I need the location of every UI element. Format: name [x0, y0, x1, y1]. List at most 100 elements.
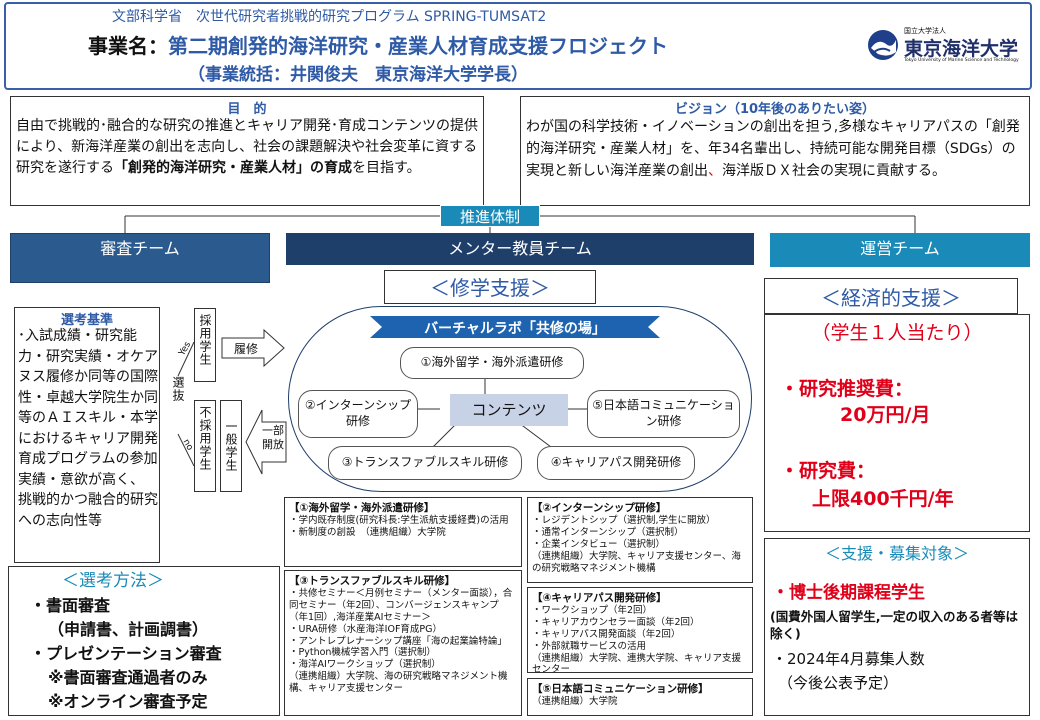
detail-3-line-2: ・URA研修（水産海洋IOF育成PG） [289, 623, 443, 635]
adopted-student-label: 採用学生 [198, 314, 212, 366]
header-banner [4, 2, 1032, 90]
content-item-1: ①海外留学・海外派遣研修 [400, 347, 584, 379]
general-student-box [220, 400, 242, 492]
detail-2-line-4: （連携組織）大学院、キャリア支援センター、海の研究戦略マネジメント機構 [532, 550, 741, 574]
project-title: 事業名：第二期創発的海洋研究・産業人材育成支援フロジェクト [88, 30, 668, 59]
detail-1-box: 【①海外留学・海外派遣研修】 ・学内既存制度(研究科長:学生派航支援経費)の活用… [284, 497, 522, 567]
detail-4-line-2: ・キャリアカウンセラー面談（年2回） [532, 616, 700, 628]
logo-university-name: 東京海洋大学 [904, 38, 1019, 60]
vision-text-b: 海洋版ＤＸ社会の実現に貢献する。 [722, 163, 946, 179]
structure-label: 推進体制 [440, 205, 540, 227]
project-director: （事業統括：井関俊夫 東京海洋大学学長） [188, 65, 528, 85]
target-recruit-note: （今後公表予定） [778, 674, 899, 692]
detail-1-line-2: ・新制度の創設 （連携組織）大学院 [289, 526, 446, 538]
detail-3-box: 【③トランスファブルスキル研修】 ・共修セミナー＜月例セミナー（メンター面談），… [284, 570, 522, 716]
purpose-text: 自由で挑戦的･融合的な研究の推進とキャリア開発･育成コンテンツの提供により、新海… [16, 116, 478, 179]
contents-center: コンテンツ [450, 394, 568, 426]
team-review: 審査チーム [10, 233, 270, 283]
detail-1-line-1: ・学内既存制度(研究科長:学生派航支援経費)の活用 [289, 515, 509, 526]
not-adopted-student-label: 不採用学生 [198, 406, 212, 471]
logo-english: Tokyo University of Marine Science and T… [904, 58, 1019, 63]
study-support-title: ＜修学支援＞ [430, 276, 550, 300]
detail-4-line-3: ・キャリアパス開発面談（年2回） [532, 628, 681, 640]
detail-5-title: 【⑤日本語コミュニケーション研修】 [532, 683, 709, 695]
rishu-label: 履修 [234, 342, 259, 356]
economic-item-2-value: 上限400千円/年 [812, 488, 954, 510]
detail-5-box: 【⑤日本語コミュニケーション研修】 （連携組織）大学院 [527, 678, 753, 716]
vision-box [520, 96, 1030, 206]
virtual-lab-label: バーチャルラボ「共修の場」 [424, 321, 606, 337]
vision-text: わが国の科学技術・イノベーションの創出を担う,多様なキャリアパスの「創発的海洋研… [526, 116, 1026, 182]
economic-item-1-label: ・研究推奨費： [780, 378, 914, 400]
purpose-title: 目 的 [227, 102, 267, 117]
target-recruit: ・2024年4月募集人数 [772, 650, 925, 668]
program-name: 文部科学省 次世代研究者挑戦的研究プログラム SPRING-TUMSAT2 [112, 9, 547, 25]
target-note: (国費外国人留学生,一定の収入のある者等は除く) [770, 609, 1018, 641]
purpose-text-bold: 「創発的海洋研究・産業人材」の育成 [114, 160, 352, 176]
method-item-1: ・書面審査 [30, 596, 111, 615]
virtual-lab-banner [370, 316, 660, 338]
detail-4-box: 【④キャリアパス開発研修】 ・ワークショップ（年2回） ・キャリアカウンセラー面… [527, 587, 753, 675]
method-item-2: （申請書、計画調書） [48, 620, 209, 639]
selection-method-title: ＜選考方法＞ [62, 571, 164, 591]
partial-open-arrow-icon [245, 409, 287, 475]
rishu-arrow-icon [221, 328, 285, 368]
content-item-2: ②インターンシップ研修 [298, 390, 418, 438]
detail-3-line-5: ・海洋AIワークショップ（選択制） [289, 659, 441, 671]
adopted-student-box [194, 308, 216, 382]
detail-3-line-3: ・アントレプレナーシップ講座「海の起業論特論」 [289, 635, 507, 647]
content-item-5: ⑤日本語コミュニケーション研修 [587, 390, 740, 438]
wave-logo-icon [868, 30, 898, 60]
detail-2-line-3: ・企業インタビュー（選択制） [532, 538, 666, 550]
selection-criteria-text: ･入試成績・研究能力・研究実績・オケアヌス履修か同等の国際性・卓越大学院生か同等… [18, 328, 158, 529]
project-prefix: 事業名： [88, 34, 168, 58]
economic-item-2-label: ・研究費： [780, 460, 876, 482]
university-logo: 国立大学法人 東京海洋大学 Tokyo University of Marine… [866, 26, 1026, 66]
target-main: ・博士後期課程学生 [772, 583, 925, 603]
partial-open-label: 一部開放 [262, 424, 284, 451]
detail-4-title: 【④キャリアパス開発研修】 [532, 592, 667, 604]
method-item-5: ※オンライン審査予定 [48, 692, 208, 711]
detail-4-line-5: （連携組織）大学院、連携大学院、キャリア支援センター [532, 652, 742, 676]
target-title: ＜支援・募集対象＞ [824, 544, 969, 563]
senbatsu-label: 選抜 [171, 376, 185, 402]
vision-text-a: わが国の科学技術・イノベーションの創出を担う,多様なキャリアパスの「創発的海洋研… [526, 119, 1020, 179]
general-student-label: 一般学生 [224, 420, 238, 472]
detail-2-line-1: ・レジデントシップ（選択制,学生に開放） [532, 515, 716, 526]
detail-2-title: 【②インターンシップ研修】 [532, 502, 667, 514]
economic-item-1-value: 20万円/月 [840, 404, 931, 426]
detail-4-line-4: ・外部就職サービスの活用 [532, 640, 647, 652]
detail-2-box: 【②インターンシップ研修】 ・レジデントシップ（選択制,学生に開放） ・通常イン… [527, 497, 753, 583]
not-adopted-student-box [194, 400, 216, 492]
project-name: 第二期創発的海洋研究・産業人材育成支援フロジェクト [168, 34, 668, 58]
economic-title-box [764, 278, 1018, 314]
study-support-title-box [384, 270, 596, 304]
method-item-3: ・プレゼンテーション審査 [30, 644, 222, 663]
detail-3-line-6: （連携組織）大学院、海の研究戦略マネジメント機構、キャリア支援センター [289, 671, 508, 694]
detail-1-title: 【①海外留学・海外派遣研修】 [289, 502, 435, 514]
detail-4-line-1: ・ワークショップ（年2回） [532, 605, 653, 616]
target-box [764, 538, 1030, 716]
detail-5-line-1: （連携組織）大学院 [532, 696, 618, 707]
selection-criteria-box [14, 307, 160, 563]
economic-title: ＜経済的支援＞ [821, 286, 961, 310]
selection-method-box [8, 566, 280, 716]
purpose-box [10, 96, 484, 206]
content-item-4: ④キャリアパス開発研修 [537, 446, 695, 480]
team-mentor: メンター教員チーム [286, 233, 754, 265]
purpose-text-end: を目指す。 [352, 160, 421, 176]
purpose-text-plain: 自由で挑戦的･融合的な研究の推進とキャリア開発･育成コンテンツの提供により、新海… [16, 118, 478, 176]
detail-3-line-1: ・共修セミナー＜月例セミナー（メンター面談），合同セミナー（年2回）、コンバージ… [289, 588, 513, 623]
economic-body-box [764, 314, 1030, 532]
detail-3-line-4: ・Python機械学習入門（選択制） [289, 647, 436, 659]
team-operation: 運営チーム [770, 233, 1030, 267]
vision-title: ビジョン（10年後のありたい姿） [674, 102, 876, 117]
vision-comma: 、 [708, 163, 722, 179]
method-item-4: ※書面審査通過者のみ [48, 668, 208, 687]
selection-criteria-title: 選考基準 [60, 313, 113, 328]
detail-3-title: 【③トランスファブルスキル研修】 [289, 575, 456, 587]
selection-branch-lines [177, 341, 195, 467]
content-item-3: ③トランスファブルスキル研修 [328, 446, 522, 480]
detail-2-line-2: ・通常インターンシップ（選択制） [532, 526, 684, 538]
economic-per-student: （学生１人当たり） [811, 322, 983, 344]
